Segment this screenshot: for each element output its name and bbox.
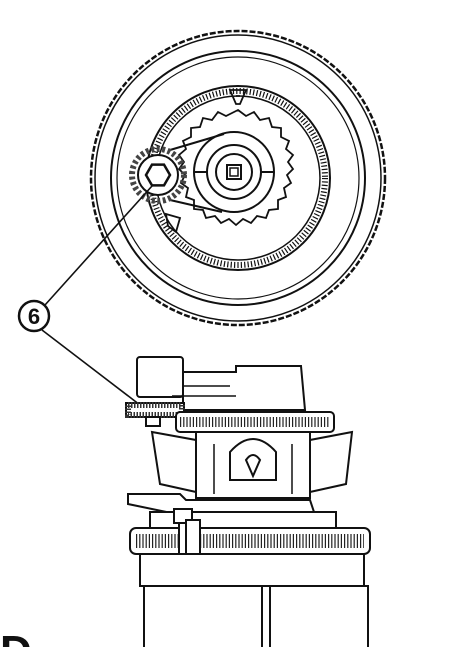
callout-leader-top — [44, 185, 153, 306]
star-plate — [177, 108, 295, 227]
top-view — [89, 29, 387, 327]
base-column — [143, 585, 369, 647]
upper-block — [136, 356, 184, 398]
base-collar — [139, 553, 365, 587]
bearing-inner — [215, 153, 253, 191]
side-gear-knurl — [125, 402, 185, 418]
inner-ring-inner — [116, 56, 360, 300]
linkage-arm — [169, 133, 225, 213]
top-index-pointer — [228, 89, 248, 105]
side-view — [125, 356, 371, 647]
outer-ring — [94, 34, 382, 322]
square-drive — [226, 164, 242, 180]
callout-leader-bottom — [41, 329, 141, 406]
window-heart — [244, 454, 262, 479]
upper-housing — [182, 365, 307, 411]
square-drive-inner — [229, 167, 239, 177]
inner-ring-outer — [110, 50, 366, 306]
outer-knurled-ring — [89, 29, 387, 327]
side-index-pointer — [164, 212, 182, 234]
right-wing — [309, 430, 354, 494]
hex-socket-icon — [144, 163, 172, 187]
left-wing — [150, 430, 197, 494]
side-gear-stem — [145, 416, 161, 427]
small-gear-teeth — [129, 146, 187, 204]
corner-text-fragment: D — [0, 627, 32, 647]
small-gear-body — [137, 154, 179, 196]
callout-circle — [17, 299, 51, 333]
callout-6: 6 — [17, 185, 153, 406]
callout-number: 6 — [28, 304, 40, 329]
